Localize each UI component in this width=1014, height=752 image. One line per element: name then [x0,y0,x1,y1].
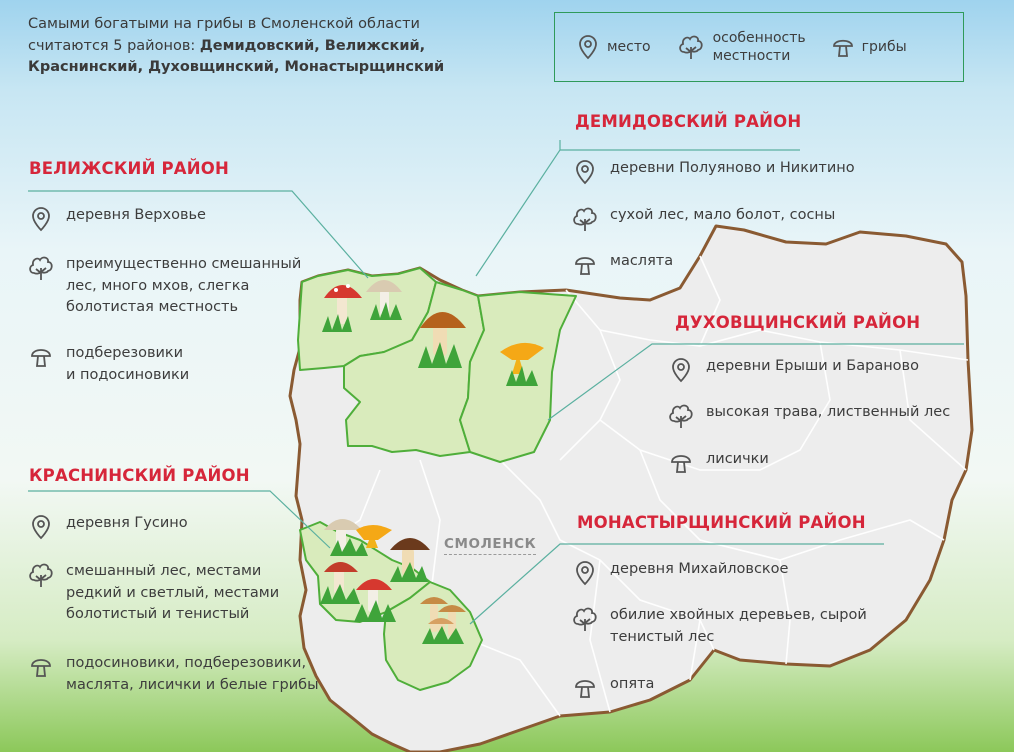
location-pin-icon [32,515,50,540]
location-pin-icon [576,160,594,185]
mushroom-demidov [418,312,466,368]
dukhovshchinsky-mushrooms: лисички [706,451,769,467]
leader-lines [28,140,964,625]
velizhsky-mushrooms-row: подберезовики и подосиновики [28,343,189,386]
location-pin-icon [672,358,690,383]
intro-line-2: считаются 5 районов: Демидовский, Велижс… [28,36,498,58]
monastyrshchinsky-mushrooms: опята [610,676,655,692]
dukhovshchinsky-mushrooms-row: лисички [668,449,769,477]
highlighted-districts [297,267,577,691]
krasninsky-mushrooms-row: подосиновики, подберезовики, маслята, ли… [28,653,319,696]
district-title-velizhsky: ВЕЛИЖСКИЙ РАЙОН [29,159,230,178]
monastyrshchinsky-mushrooms-row: опята [572,674,654,702]
location-pin-icon [579,35,597,60]
district-title-krasninsky: КРАСНИНСКИЙ РАЙОН [29,466,250,485]
intro-line-3-bold: Краснинский, Духовщинский, Монастырщинск… [28,59,445,75]
mushroom-dukhov [500,342,544,386]
krasninsky-place: деревня Гусино [66,515,188,531]
district-title-monastyrshchinsky: МОНАСТЫРЩИНСКИЙ РАЙОН [577,513,866,532]
velizhsky-feature: преимущественно смешанный лес, много мхо… [66,256,302,315]
monastyrshchinsky-place: деревня Михайловское [610,561,789,577]
dukhovshchinsky-place: деревни Ерыши и Бараново [706,358,919,374]
district-title-demidovsky: ДЕМИДОВСКИЙ РАЙОН [575,112,802,131]
intro-line-3: Краснинский, Духовщинский, Монастырщинск… [28,57,498,79]
legend-place: место [577,34,651,60]
dukhovshchinsky-feature: высокая трава, лиственный лес [706,404,951,420]
mushroom-icon [671,455,691,473]
monastyrshchinsky-feature: обилие хвойных деревьев, сырой тенистый … [610,607,867,645]
location-pin-icon [576,561,594,586]
district-title-dukhovshchinsky: ДУХОВЩИНСКИЙ РАЙОН [675,313,921,332]
legend-feature-label: особенность местности [712,30,806,64]
krasninsky-place-row: деревня Гусино [28,513,188,541]
mushroom-velizh-2 [366,280,402,320]
legend-mushrooms: грибы [832,35,907,59]
tree-icon [29,563,53,587]
tree-icon [573,207,597,231]
intro-line-2-prefix: считаются 5 районов: [28,37,200,54]
tree-icon [678,35,703,59]
demidovsky-mushrooms-row: маслята [572,251,673,279]
location-pin-icon [32,207,50,232]
intro-text: Самыми богатыми на грибы в Смоленской об… [28,14,498,79]
velizhsky-place-row: деревня Верховье [28,205,206,233]
velizhsky-feature-row: преимущественно смешанный лес, много мхо… [28,254,301,319]
mushroom-illustrations [320,280,544,644]
velizhsky-mushrooms: подберезовики и подосиновики [66,345,190,383]
mushroom-icon [832,39,853,57]
dukhovshchinsky-place-row: деревни Ерыши и Бараново [668,356,919,384]
dukhovshchinsky-feature-row: высокая трава, лиственный лес [668,402,950,430]
krasninsky-feature: смешанный лес, местами редкий и светлый,… [66,563,280,622]
krasninsky-feature-row: смешанный лес, местами редкий и светлый,… [28,561,279,626]
demidovsky-mushrooms: маслята [610,253,674,269]
legend: место особенность местности грибы [554,12,964,82]
intro-line-2-bold: Демидовский, Велижский, [199,37,426,54]
demidovsky-place: деревни Полуяново и Никитино [610,160,855,176]
monastyrshchinsky-feature-row: обилие хвойных деревьев, сырой тенистый … [572,605,867,648]
mushroom-icon [575,257,595,275]
intro-line-1: Самыми богатыми на грибы в Смоленской об… [28,16,420,32]
mushroom-monastyr [420,597,466,644]
mushroom-icon [31,349,51,367]
demidovsky-feature: сухой лес, мало болот, сосны [610,207,836,223]
tree-icon [669,404,693,428]
mushroom-krasny-group [320,519,430,622]
legend-feature: особенность местности [677,29,806,65]
tree-icon [573,607,597,631]
mushroom-icon [575,680,595,698]
city-label-smolensk: СМОЛЕНСК [444,536,537,555]
monastyrshchinsky-place-row: деревня Михайловское [572,559,788,587]
krasninsky-mushrooms: подосиновики, подберезовики, маслята, ли… [66,655,319,693]
mushroom-velizh-1 [322,284,362,332]
mushroom-icon [31,659,51,677]
legend-mushrooms-label: грибы [861,39,907,55]
tree-icon [29,256,53,280]
demidovsky-feature-row: сухой лес, мало болот, сосны [572,205,835,233]
demidovsky-place-row: деревни Полуяново и Никитино [572,158,855,186]
velizhsky-place: деревня Верховье [66,207,206,223]
legend-place-label: место [607,39,651,55]
